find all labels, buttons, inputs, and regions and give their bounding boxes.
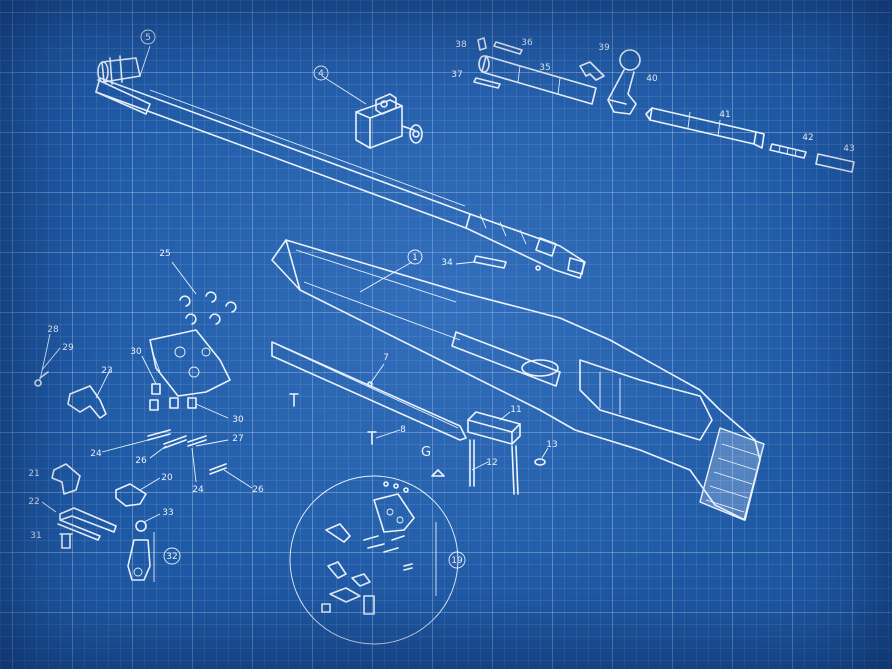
label-42: 42	[802, 133, 813, 143]
label-19: 19	[451, 556, 463, 566]
label-24b: 24	[192, 485, 204, 495]
barrel-assembly: 5	[95, 29, 586, 279]
label-11: 11	[510, 405, 521, 415]
trigger-guard: 7 8	[271, 341, 467, 445]
label-29: 29	[62, 343, 74, 353]
label-4: 4	[318, 69, 324, 79]
label-28: 28	[47, 325, 59, 335]
label-40: 40	[646, 74, 658, 84]
label-21: 21	[28, 469, 39, 479]
part-34: 34	[441, 255, 541, 271]
label-30a: 30	[130, 347, 142, 357]
label-25: 25	[159, 249, 170, 259]
label-8: 8	[400, 425, 406, 435]
label-30b: 30	[232, 415, 244, 425]
label-43: 43	[843, 144, 854, 154]
label-39: 39	[598, 43, 610, 53]
label-32: 32	[166, 552, 177, 562]
label-7: 7	[383, 353, 389, 363]
label-24a: 24	[90, 449, 102, 459]
label-38: 38	[455, 40, 467, 50]
label-5: 5	[145, 33, 151, 43]
label-35: 35	[539, 63, 550, 73]
label-20: 20	[161, 473, 173, 483]
label-12: 12	[486, 458, 497, 468]
rifle-stock: 1	[271, 239, 765, 521]
label-26b: 26	[252, 485, 264, 495]
label-36: 36	[521, 38, 533, 48]
label-34: 34	[441, 258, 453, 268]
label-41: 41	[719, 110, 730, 120]
trigger-detail-circle: 19 G	[289, 445, 466, 645]
bolt-group: 38 36 35 37 39 40 41 42 43	[451, 37, 855, 173]
label-13: 13	[546, 440, 557, 450]
label-G: G	[421, 445, 431, 460]
trigger-group: 25 30 30 23 29 28 24 26 27 24 26 21	[28, 249, 264, 582]
label-1: 1	[412, 253, 418, 263]
label-23: 23	[101, 366, 112, 376]
label-37: 37	[451, 70, 462, 80]
label-22: 22	[28, 497, 39, 507]
label-31: 31	[30, 531, 41, 541]
label-26a: 26	[135, 456, 147, 466]
label-27: 27	[232, 434, 243, 444]
label-33: 33	[162, 508, 173, 518]
rear-sight: 4	[313, 65, 423, 149]
parts-11-12-13: 11 12 13	[467, 405, 558, 495]
